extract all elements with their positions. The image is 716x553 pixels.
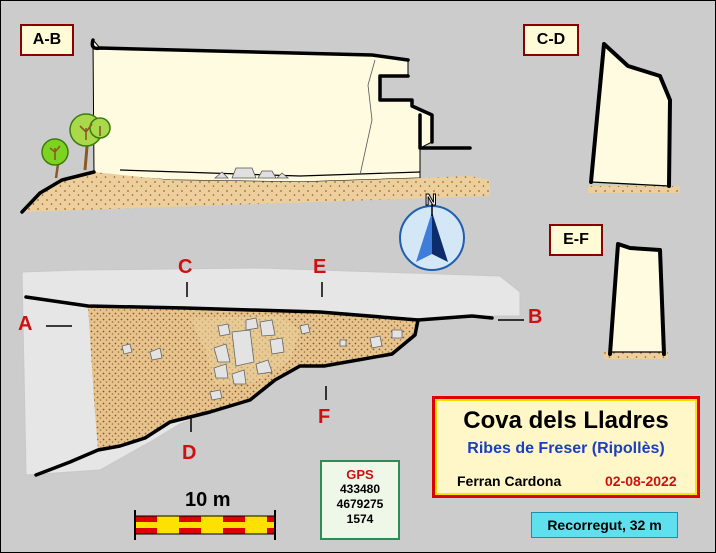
tree-icon [41, 113, 111, 179]
section-cd-label: C-D [523, 24, 579, 56]
marker-d: D [182, 442, 197, 464]
marker-a: A [18, 313, 33, 335]
gps-altitude: 1574 [346, 512, 374, 526]
gps-x: 433480 [339, 482, 381, 496]
gps-label: GPS [346, 467, 374, 482]
north-arrow-icon [399, 204, 465, 271]
scale-bar [134, 510, 276, 540]
gps-box: GPS 433480 4679275 1574 [320, 460, 400, 540]
author-name: Ferran Cardona [457, 473, 562, 489]
title-block: Cova dels Lladres Ribes de Freser (Ripol… [432, 396, 700, 498]
marker-e: E [313, 256, 327, 278]
marker-b: B [528, 306, 543, 328]
plan-view [21, 267, 524, 477]
section-ab-profile [20, 38, 490, 214]
survey-date: 02-08-2022 [605, 473, 677, 489]
cave-location: Ribes de Freser (Ripollès) [467, 440, 665, 457]
marker-c: C [178, 256, 193, 278]
gps-y: 4679275 [336, 497, 384, 511]
route-length-badge: Recorregut, 32 m [531, 512, 678, 538]
north-label: N [425, 192, 438, 210]
cave-name: Cova dels Lladres [463, 407, 669, 434]
section-ef-profile [604, 242, 668, 359]
section-ab-label: A-B [20, 24, 74, 56]
section-ef-label: E-F [549, 224, 603, 256]
section-cd-profile [588, 42, 680, 193]
scale-label: 10 m [185, 489, 231, 511]
marker-f: F [318, 406, 331, 428]
